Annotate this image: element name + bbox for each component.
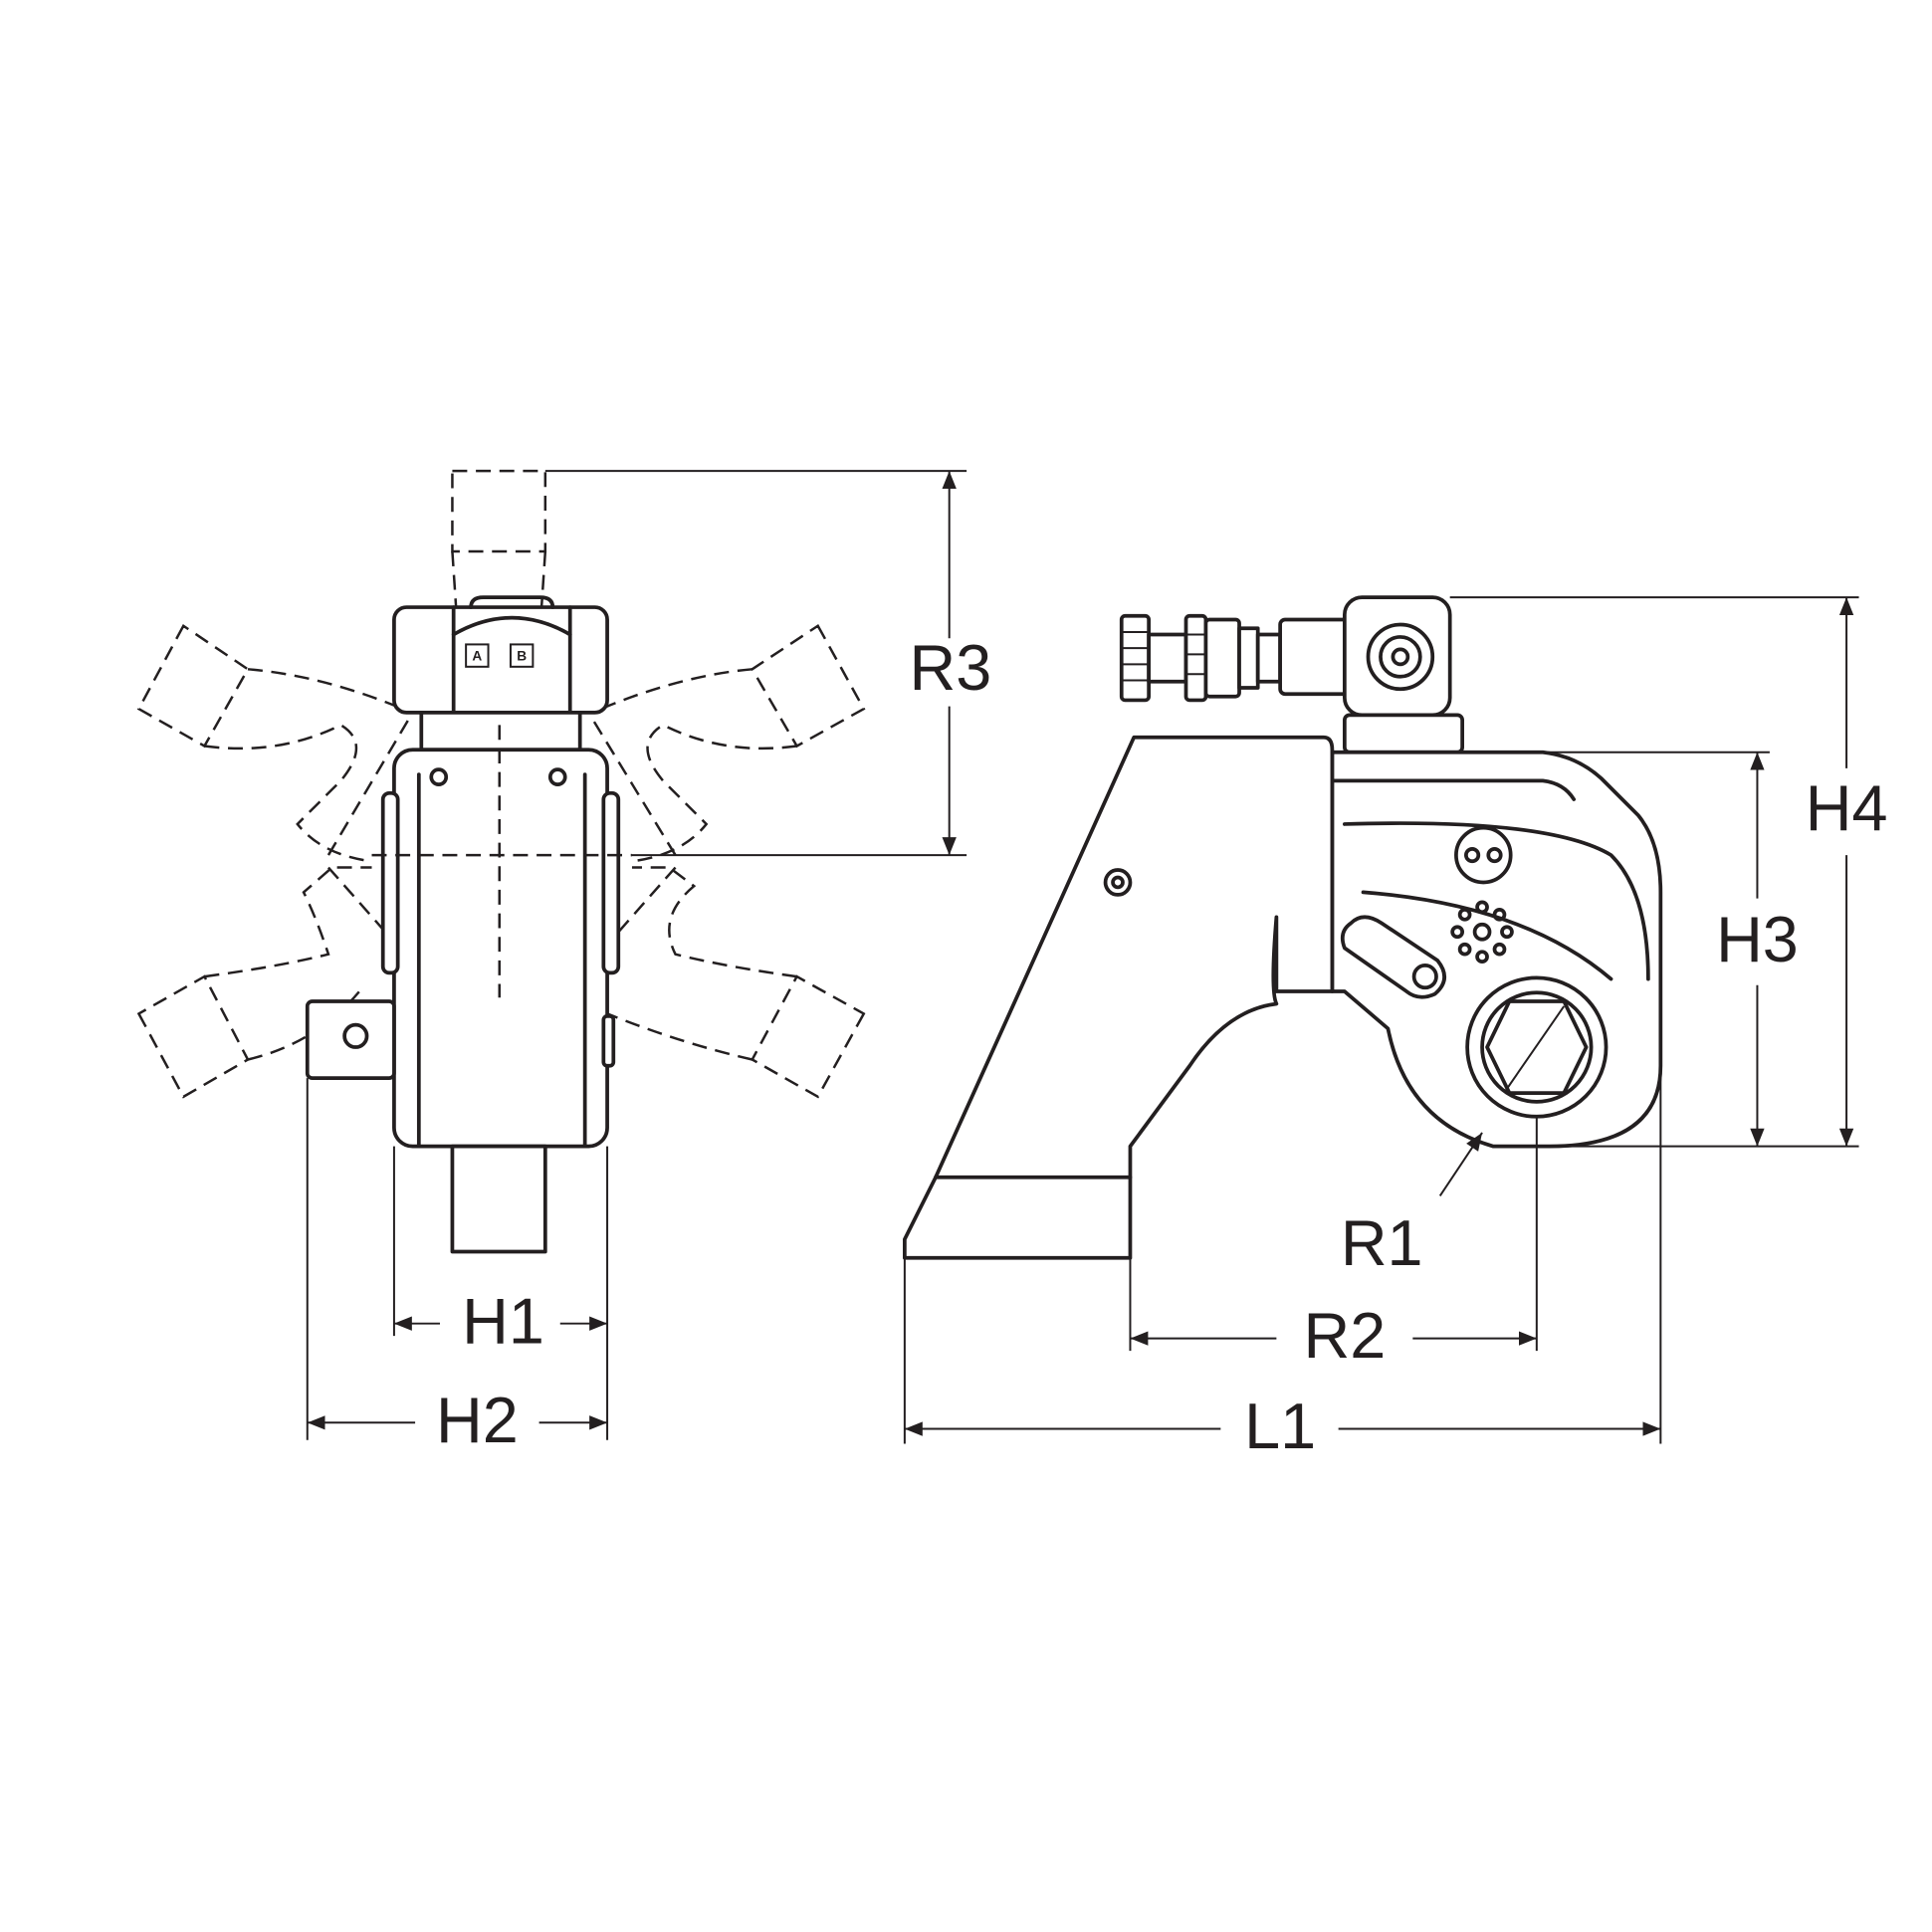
label-r1: R1 [1341,1206,1423,1279]
right-lug [601,790,621,975]
square-drive-alt-position [451,469,547,553]
label-h2: H2 [436,1384,519,1456]
hole-pattern [1450,900,1514,965]
swivel-marking-a: A [472,648,482,663]
ratchet-link [1340,915,1446,999]
swivel-marking-b-box [509,643,535,668]
label-h3: H3 [1716,903,1799,975]
label-h4: H4 [1806,771,1888,844]
hose-coupling [1119,613,1282,703]
front-dimensions: R3 H1 H2 [306,470,992,1456]
label-h1: H1 [462,1284,544,1357]
square-drive-side [305,999,396,1081]
swivel-arm [1278,617,1353,697]
swivel-marking-a-box [465,643,490,668]
left-lug [380,790,400,975]
side-view [903,595,1663,1260]
label-l1: L1 [1244,1390,1316,1462]
side-dimensions: H4 H3 R1 R2 L1 [903,596,1888,1462]
swivel-block [392,605,609,715]
side-neck [1342,713,1465,754]
reaction-arm [903,735,1335,1260]
front-view: A B [136,469,866,1254]
center-lines [371,725,632,998]
swivel-marking-b: B [517,648,527,663]
label-r3: R3 [910,631,992,704]
label-r2: R2 [1303,1299,1386,1372]
square-drive-bottom [450,1144,547,1254]
